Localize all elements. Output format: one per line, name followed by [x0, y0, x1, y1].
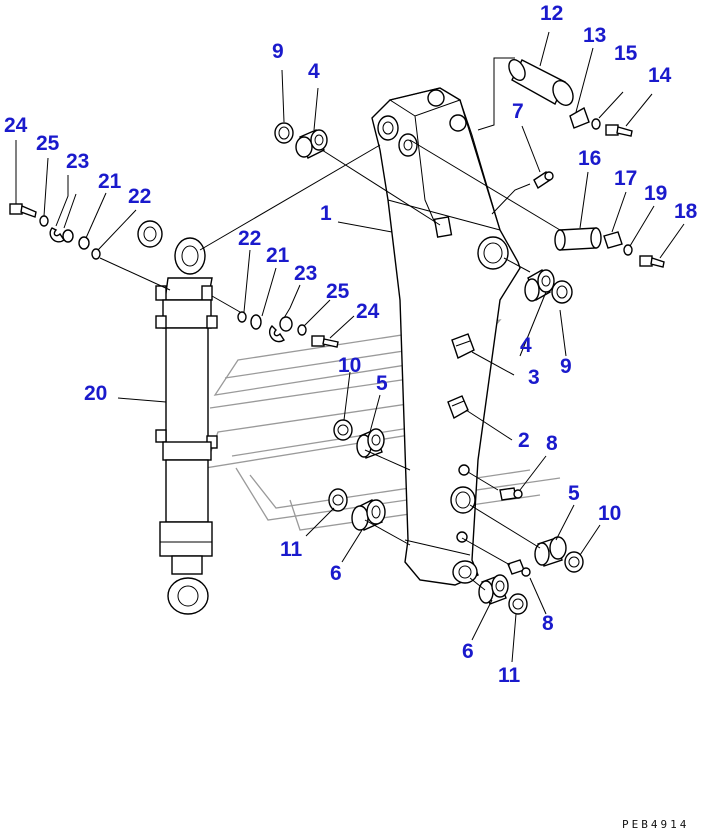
- callout-1: 1: [320, 202, 332, 225]
- callout-11: 11: [498, 664, 521, 687]
- spacer-part-23-left: [62, 229, 74, 243]
- callout-5: 5: [568, 482, 580, 505]
- clip-part-23-mid: [268, 324, 285, 343]
- bushing-part-11-right: [508, 593, 528, 615]
- bushing-part-5-right: [534, 536, 567, 567]
- callout-15: 15: [614, 42, 638, 65]
- callout-22: 22: [238, 227, 261, 250]
- bushing-part-10-right: [564, 551, 584, 573]
- pin-part-16: [554, 227, 602, 251]
- washer-part-19: [623, 244, 633, 256]
- callout-12: 12: [540, 2, 563, 25]
- callout-21: 21: [266, 244, 290, 267]
- bushing-part-9-right: [551, 280, 573, 304]
- callout-6: 6: [462, 640, 474, 663]
- callout-11: 11: [280, 538, 303, 561]
- callout-7: 7: [512, 100, 524, 123]
- callout-25: 25: [36, 132, 60, 155]
- boom-part-1: [371, 87, 521, 586]
- spacer-part-23-mid: [279, 316, 293, 332]
- callout-21: 21: [98, 170, 122, 193]
- callout-2: 2: [518, 429, 530, 452]
- washer-part-25-left: [39, 215, 49, 227]
- callout-4: 4: [308, 60, 320, 83]
- document-id: PEB4914: [622, 818, 689, 831]
- leader-lines: [15, 31, 685, 663]
- callout-8: 8: [542, 612, 554, 635]
- callout-22: 22: [128, 185, 151, 208]
- washer-part-25-mid: [297, 324, 307, 336]
- clip-part-23-left: [49, 227, 65, 243]
- bolt-part-24-left: [9, 203, 37, 218]
- ring-part-21-mid: [250, 314, 262, 330]
- bushing-part-4-upper: [295, 129, 328, 159]
- callout-9: 9: [272, 40, 284, 63]
- callout-23: 23: [66, 150, 89, 173]
- bolt-part-18: [639, 255, 665, 268]
- plate-part-17: [603, 231, 623, 249]
- callout-20: 20: [84, 382, 107, 405]
- callout-16: 16: [578, 147, 601, 170]
- cylinder-part-20: [155, 237, 218, 615]
- callout-19: 19: [644, 182, 667, 205]
- callout-24: 24: [356, 300, 380, 323]
- callout-10: 10: [338, 354, 361, 377]
- callout-14: 14: [648, 64, 672, 87]
- bushing-part-5-left: [356, 428, 385, 459]
- ring-part-21-left: [78, 236, 90, 250]
- washer-large-left: [137, 220, 163, 248]
- bushing-part-6-left: [351, 499, 386, 531]
- callout-numbers: 12 13 15 14 9 4 7 24 25 23 21 22 16 17 1…: [4, 2, 698, 687]
- bushing-part-9-upper: [274, 122, 294, 144]
- bracket-part-3: [451, 333, 475, 359]
- washer-part-15: [591, 118, 601, 130]
- fitting-part-8-upper: [499, 487, 523, 501]
- plate-part-13: [569, 106, 590, 129]
- callout-24: 24: [4, 114, 28, 137]
- callout-25: 25: [326, 280, 350, 303]
- callout-5: 5: [376, 372, 388, 395]
- oring-part-22-mid: [237, 311, 247, 323]
- bushing-part-6-right: [478, 574, 509, 605]
- callout-10: 10: [598, 502, 621, 525]
- callout-9: 9: [560, 355, 572, 378]
- callout-23: 23: [294, 262, 317, 285]
- callout-4: 4: [520, 334, 532, 357]
- bolt-part-14: [605, 124, 633, 137]
- callout-18: 18: [674, 200, 698, 223]
- bracket-part-2: [447, 395, 469, 420]
- oring-part-22-left: [91, 248, 101, 260]
- bushing-part-4-right: [524, 268, 555, 302]
- bolt-part-24-mid: [311, 335, 339, 348]
- callout-8: 8: [546, 432, 558, 455]
- fitting-part-8-lower: [507, 559, 531, 577]
- callout-13: 13: [583, 24, 606, 47]
- bushing-part-11-left: [328, 488, 348, 512]
- fitting-part-7: [533, 170, 554, 190]
- callout-3: 3: [528, 366, 540, 389]
- pin-part-12: [508, 59, 574, 106]
- bushing-part-10-left: [333, 419, 353, 441]
- callout-17: 17: [614, 167, 637, 190]
- callout-6: 6: [330, 562, 342, 585]
